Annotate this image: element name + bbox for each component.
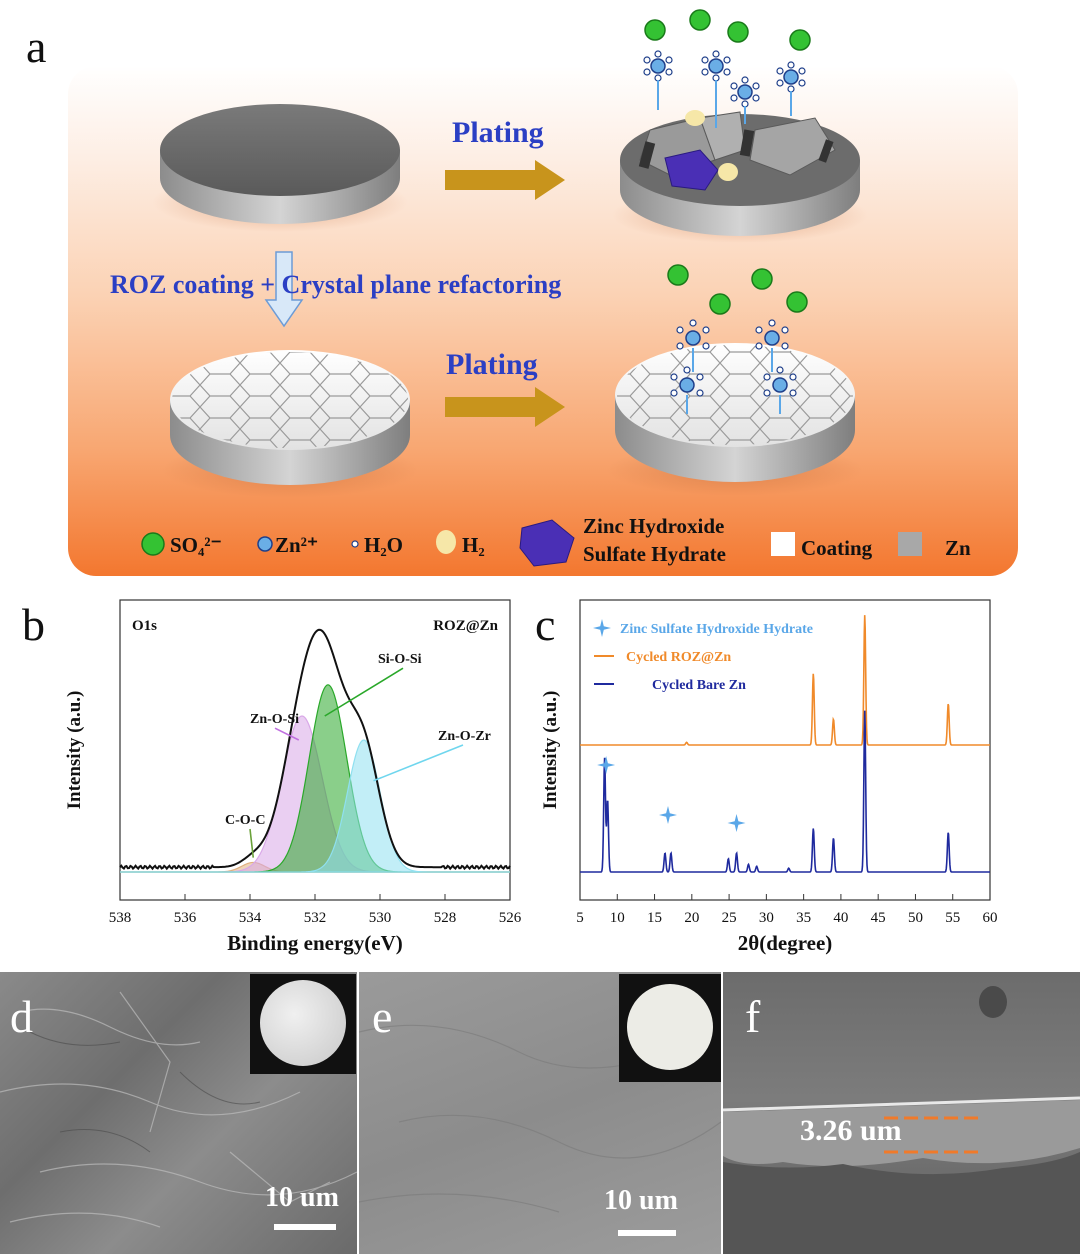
- panel-letter-d: d: [10, 991, 33, 1042]
- scale-label-d: 10 um: [265, 1182, 339, 1213]
- panel-letter-c: c: [535, 599, 556, 650]
- x-tick-label-536: 536: [174, 910, 197, 926]
- x-tick-label-10: 10: [610, 910, 625, 926]
- peak-label-si-o-si: Si-O-Si: [378, 652, 422, 667]
- y-axis-title: Intensity (a.u.): [64, 691, 85, 810]
- zshh-star-marker: [727, 814, 746, 832]
- x-tick-label-55: 55: [945, 910, 960, 926]
- x-tick-label-30: 30: [759, 910, 774, 926]
- x-tick-label-45: 45: [871, 910, 886, 926]
- xrd-chart: 5 10 15 20 25 30 35 40 45 50 55 60 2θ(degree) Intensi…: [540, 599, 998, 955]
- y-axis-title: Intensity (a.u.): [540, 691, 561, 810]
- corner-label-sample: ROZ@Zn: [433, 618, 498, 634]
- scale-label-e: 10 um: [604, 1185, 678, 1216]
- x-tick-label-538: 538: [109, 910, 132, 926]
- legend-so4: SO₄²⁻: [170, 533, 222, 557]
- x-axis-title: 2θ(degree): [738, 931, 833, 955]
- peak-pointer-zn-o-si: [274, 727, 300, 741]
- zshh-star-marker: [597, 756, 616, 774]
- legend-coating: Coating: [801, 536, 873, 560]
- roz-plated-disc: [607, 343, 863, 496]
- plating-arrow-top: [445, 160, 565, 200]
- legend-zn-ion: Zn²⁺: [275, 533, 319, 557]
- legend-zhsh-line2: Sulfate Hydrate: [583, 542, 726, 566]
- x-tick-label-534: 534: [239, 910, 262, 926]
- plating-label-bottom: Plating: [446, 348, 538, 381]
- process-down-arrow: [264, 251, 304, 328]
- peak-si-o-si: [120, 684, 510, 873]
- peak-label-zn-o-si: Zn-O-Si: [250, 712, 299, 727]
- x-axis-title: Binding energy(eV): [227, 931, 403, 955]
- sem-image-f: [723, 972, 1080, 1254]
- peak-pointer-zn-o-zr: [373, 744, 464, 782]
- panel-letter-f: f: [745, 991, 761, 1042]
- envelope-line: [119, 628, 511, 871]
- peak-pointer-c-o-c: [249, 828, 255, 858]
- x-tick-label-35: 35: [796, 910, 811, 926]
- panel-letter-a: a: [26, 21, 47, 72]
- x-tick-label-530: 530: [369, 910, 392, 926]
- legend-roz: Cycled ROZ@Zn: [626, 650, 731, 665]
- x-tick-label-532: 532: [304, 910, 327, 926]
- thickness-markers: [884, 1116, 984, 1154]
- peak-label-zn-o-zr: Zn-O-Zr: [438, 729, 491, 744]
- so4-ions-top: [644, 9, 811, 51]
- corner-label-o1s: O1s: [132, 618, 157, 634]
- roz-coated-disc: [162, 350, 418, 498]
- x-tick-label-528: 528: [434, 910, 457, 926]
- plot-frame: [579, 599, 991, 901]
- legend-zshh: Zinc Sulfate Hydroxide Hydrate: [620, 622, 813, 637]
- x-tick-label-25: 25: [722, 910, 737, 926]
- legend-zn: Zn: [945, 536, 971, 560]
- zn-ions-bottom: [670, 319, 797, 414]
- xrd-line-roz: [580, 615, 990, 746]
- process-label: ROZ coating + Crystal plane refactoring: [110, 270, 562, 299]
- plating-label-top: Plating: [452, 116, 544, 149]
- sample-photo-e: [619, 974, 721, 1082]
- x-tick-label-526: 526: [499, 910, 522, 926]
- sem-image-e: [359, 972, 721, 1254]
- x-tick-label-15: 15: [647, 910, 662, 926]
- x-tick-label-50: 50: [908, 910, 923, 926]
- legend-h2o: H₂O: [364, 533, 403, 557]
- panel-letter-e: e: [372, 991, 393, 1042]
- peak-pointer-si-o-si: [324, 667, 404, 717]
- bare-zn-plated-disc: [612, 110, 868, 243]
- sem-image-d: [0, 972, 357, 1254]
- xrd-line-bare: [580, 710, 990, 873]
- plating-arrow-bottom: [445, 387, 565, 427]
- zshh-star-marker: [659, 806, 677, 824]
- peak-label-c-o-c: C-O-C: [225, 813, 265, 828]
- panel-letter-b: b: [22, 599, 45, 650]
- scale-bar-e: [618, 1230, 676, 1236]
- legend-icons: [141, 519, 922, 567]
- legend-zhsh-line1: Zinc Hydroxide: [583, 514, 725, 538]
- panel-a-schematic: [141, 9, 922, 567]
- so4-ions-bottom: [667, 264, 808, 315]
- coated-foil-e: [627, 984, 713, 1070]
- scale-bar-d: [274, 1224, 336, 1230]
- zn-foil-d: [260, 980, 346, 1066]
- sem-f-texture: [723, 986, 1080, 1254]
- legend-bare: Cycled Bare Zn: [652, 678, 746, 693]
- legend-star-icon: [593, 619, 611, 637]
- x-tick-label-5: 5: [576, 910, 584, 926]
- bare-zn-disc: [152, 104, 408, 232]
- x-tick-label-40: 40: [833, 910, 848, 926]
- peak-zn-o-zr: [120, 739, 510, 873]
- sample-photo-d: [250, 974, 356, 1074]
- sem-d-texture: [0, 991, 357, 1228]
- legend-h2: H₂: [462, 533, 485, 557]
- x-tick-label-20: 20: [684, 910, 699, 926]
- x-tick-label-60: 60: [983, 910, 998, 926]
- zn-ions-top: [643, 50, 806, 128]
